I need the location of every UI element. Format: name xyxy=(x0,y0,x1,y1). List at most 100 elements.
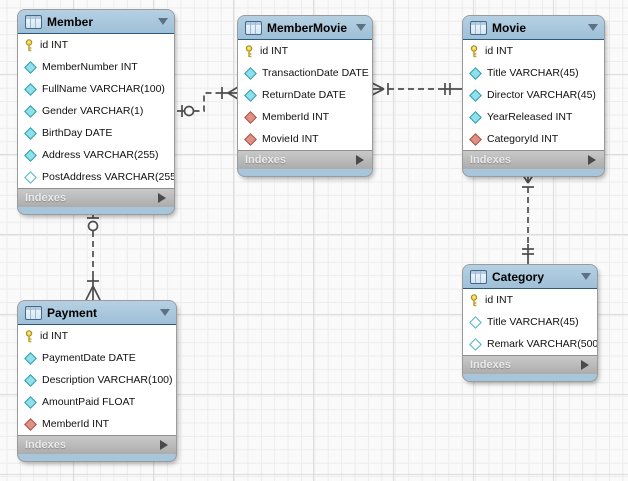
collapse-arrow-icon[interactable] xyxy=(160,309,170,316)
column-label: Address VARCHAR(255) xyxy=(42,149,159,161)
indexes-label: Indexes xyxy=(470,359,511,371)
primary-key-icon xyxy=(25,38,33,51)
expand-arrow-icon[interactable] xyxy=(581,360,589,370)
nullable-column-icon xyxy=(469,337,482,351)
column-row[interactable]: MemberId INT xyxy=(238,106,372,128)
table-header[interactable]: Payment xyxy=(18,301,176,325)
expand-arrow-icon[interactable] xyxy=(588,155,596,165)
indexes-section-header[interactable]: Indexes xyxy=(238,150,372,169)
column-icon xyxy=(24,148,37,162)
primary-key-icon xyxy=(470,44,478,57)
expand-arrow-icon[interactable] xyxy=(158,193,166,203)
column-row[interactable]: Title VARCHAR(45) xyxy=(463,311,597,333)
nullable-column-icon xyxy=(24,170,37,184)
column-row[interactable]: id INT xyxy=(238,40,372,62)
table-category[interactable]: Category id INT Title VARCHAR(45) Remark V… xyxy=(463,265,597,381)
column-label: CategoryId INT xyxy=(487,133,559,145)
column-label: MovieId INT xyxy=(262,133,319,145)
table-columns: id INT Title VARCHAR(45) Remark VARCHAR(50… xyxy=(463,289,597,355)
nullable-column-icon xyxy=(469,315,482,329)
relationship-member-membermovie[interactable] xyxy=(177,86,239,117)
indexes-label: Indexes xyxy=(25,439,66,451)
column-row[interactable]: MemberId INT xyxy=(18,413,176,435)
column-icon xyxy=(24,126,37,140)
column-row[interactable]: PostAddress VARCHAR(255) xyxy=(18,166,174,188)
table-title: MemberMovie xyxy=(267,20,348,35)
column-label: Director VARCHAR(45) xyxy=(487,89,596,101)
table-icon xyxy=(25,14,42,29)
relationship-member-payment[interactable] xyxy=(85,212,101,301)
collapse-arrow-icon[interactable] xyxy=(588,24,598,31)
table-payment[interactable]: Payment id INT PaymentDate DATE Descriptio… xyxy=(18,301,176,461)
column-label: Gender VARCHAR(1) xyxy=(42,105,144,117)
column-row[interactable]: CategoryId INT xyxy=(463,128,604,150)
column-row[interactable]: Address VARCHAR(255) xyxy=(18,144,174,166)
column-row[interactable]: BirthDay DATE xyxy=(18,122,174,144)
collapse-arrow-icon[interactable] xyxy=(158,18,168,25)
table-header[interactable]: Movie xyxy=(463,16,604,40)
column-icon xyxy=(24,351,37,365)
table-title: Movie xyxy=(492,20,527,35)
column-row[interactable]: Description VARCHAR(100) xyxy=(18,369,176,391)
foreign-key-column-icon xyxy=(244,110,257,124)
column-label: Title VARCHAR(45) xyxy=(487,316,579,328)
column-row[interactable]: MovieId INT xyxy=(238,128,372,150)
column-row[interactable]: Gender VARCHAR(1) xyxy=(18,100,174,122)
indexes-section-header[interactable]: Indexes xyxy=(18,435,176,454)
column-label: id INT xyxy=(485,45,514,57)
table-columns: id INT Title VARCHAR(45) Director VARCHAR(… xyxy=(463,40,604,150)
collapse-arrow-icon[interactable] xyxy=(581,273,591,280)
column-row[interactable]: PaymentDate DATE xyxy=(18,347,176,369)
column-row[interactable]: MemberNumber INT xyxy=(18,56,174,78)
table-title: Payment xyxy=(47,305,98,320)
column-label: AmountPaid FLOAT xyxy=(42,396,136,408)
table-header[interactable]: MemberMovie xyxy=(238,16,372,40)
indexes-label: Indexes xyxy=(25,192,66,204)
column-icon xyxy=(24,60,37,74)
column-icon xyxy=(24,373,37,387)
table-icon xyxy=(25,305,42,320)
table-header[interactable]: Member xyxy=(18,10,174,34)
relationship-membermovie-movie[interactable] xyxy=(371,82,463,96)
column-row[interactable]: FullName VARCHAR(100) xyxy=(18,78,174,100)
indexes-section-header[interactable]: Indexes xyxy=(18,188,174,207)
relationship-movie-category[interactable] xyxy=(520,171,536,265)
column-label: Description VARCHAR(100) xyxy=(42,374,173,386)
expand-arrow-icon[interactable] xyxy=(160,440,168,450)
column-label: id INT xyxy=(40,330,69,342)
primary-key-icon xyxy=(245,44,253,57)
column-row[interactable]: id INT xyxy=(463,40,604,62)
collapse-arrow-icon[interactable] xyxy=(356,24,366,31)
column-row[interactable]: Remark VARCHAR(500) xyxy=(463,333,597,355)
indexes-section-header[interactable]: Indexes xyxy=(463,150,604,169)
indexes-section-header[interactable]: Indexes xyxy=(463,355,597,374)
column-icon xyxy=(469,66,482,80)
table-icon xyxy=(470,269,487,284)
column-row[interactable]: Title VARCHAR(45) xyxy=(463,62,604,84)
column-row[interactable]: YearReleased INT xyxy=(463,106,604,128)
column-icon xyxy=(469,110,482,124)
column-row[interactable]: TransactionDate DATE xyxy=(238,62,372,84)
column-label: MemberId INT xyxy=(42,418,110,430)
column-row[interactable]: id INT xyxy=(18,325,176,347)
column-icon xyxy=(469,88,482,102)
column-label: PaymentDate DATE xyxy=(42,352,136,364)
table-movie[interactable]: Movie id INT Title VARCHAR(45) Director VA… xyxy=(463,16,604,176)
expand-arrow-icon[interactable] xyxy=(356,155,364,165)
column-row[interactable]: Director VARCHAR(45) xyxy=(463,84,604,106)
table-header[interactable]: Category xyxy=(463,265,597,289)
column-row[interactable]: id INT xyxy=(18,34,174,56)
table-columns: id INT PaymentDate DATE Description VARCHA… xyxy=(18,325,176,435)
column-icon xyxy=(24,82,37,96)
foreign-key-column-icon xyxy=(24,417,37,431)
column-icon xyxy=(244,88,257,102)
column-row[interactable]: AmountPaid FLOAT xyxy=(18,391,176,413)
column-row[interactable]: ReturnDate DATE xyxy=(238,84,372,106)
column-row[interactable]: id INT xyxy=(463,289,597,311)
table-icon xyxy=(245,20,262,35)
